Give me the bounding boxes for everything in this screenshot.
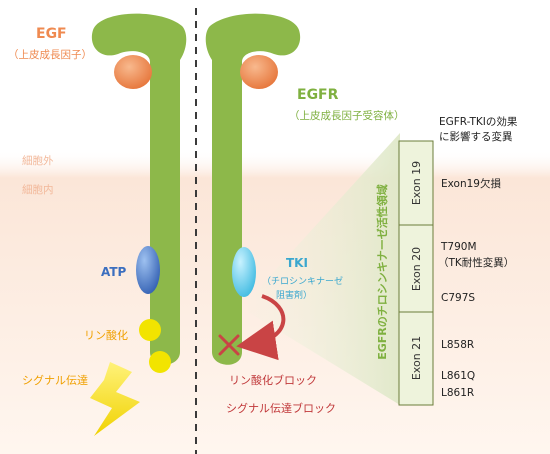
block-arrow-icon — [236, 294, 286, 361]
receptor-right-half — [205, 13, 301, 365]
receptor-left-half — [91, 13, 187, 365]
extracellular-label: 細胞外 — [22, 154, 54, 167]
exon-20-label: Exon 20 — [410, 247, 423, 291]
phosphate-dot — [139, 319, 161, 341]
egfr-sub-label: （上皮成長因子受容体） — [289, 109, 405, 122]
exon-19-label: Exon 19 — [410, 161, 423, 205]
signaling-label: シグナル伝達 — [22, 373, 88, 387]
mutation-l861r: L861R — [441, 387, 474, 399]
exon-21-label: Exon 21 — [410, 336, 423, 380]
extracellular-band — [0, 150, 550, 178]
domain-projection — [248, 133, 400, 405]
exon-column — [398, 140, 434, 406]
mutation-t790m-note: （TK耐性変異） — [438, 256, 514, 269]
mutation-t790m: T790M — [440, 241, 477, 253]
tki-sub-label-1: （チロシンキナーゼ — [262, 275, 343, 287]
kinase-domain-panel: Exon 19 Exon 20 Exon 21 EGFRのチロシンキナーゼ活性領… — [375, 115, 518, 406]
effect-header-line2: に影響する変異 — [439, 130, 513, 143]
egfr-label: EGFR — [297, 87, 339, 103]
block-x-icon — [218, 334, 240, 356]
lightning-bolt-icon — [90, 362, 140, 436]
tki-label: TKI — [286, 256, 308, 270]
atp-label: ATP — [101, 265, 127, 279]
tki-molecule — [232, 247, 256, 297]
phosphate-dot-2 — [149, 351, 171, 373]
egf-label: EGF — [36, 26, 67, 42]
egf-ligand-right — [240, 55, 278, 89]
mutation-l861q: L861Q — [441, 370, 475, 382]
mutation-c797s: C797S — [441, 292, 475, 304]
effect-header-line1: EGFR-TKIの効果 — [439, 115, 518, 128]
phosphorylation-label: リン酸化 — [84, 328, 128, 342]
tki-sub-label-2: 阻害剤） — [276, 289, 312, 301]
intracellular-label: 細胞内 — [22, 183, 54, 196]
phos-block-label: リン酸化ブロック — [229, 373, 317, 387]
egf-sub-label: （上皮成長因子） — [8, 48, 92, 61]
mutation-l858r: L858R — [441, 339, 474, 351]
signal-block-label: シグナル伝達ブロック — [226, 401, 336, 415]
domain-panel-title: EGFRのチロシンキナーゼ活性領域 — [375, 184, 389, 360]
mutation-exon19-del: Exon19欠損 — [441, 177, 501, 190]
egf-ligand — [114, 55, 152, 89]
atp-molecule — [136, 246, 160, 294]
